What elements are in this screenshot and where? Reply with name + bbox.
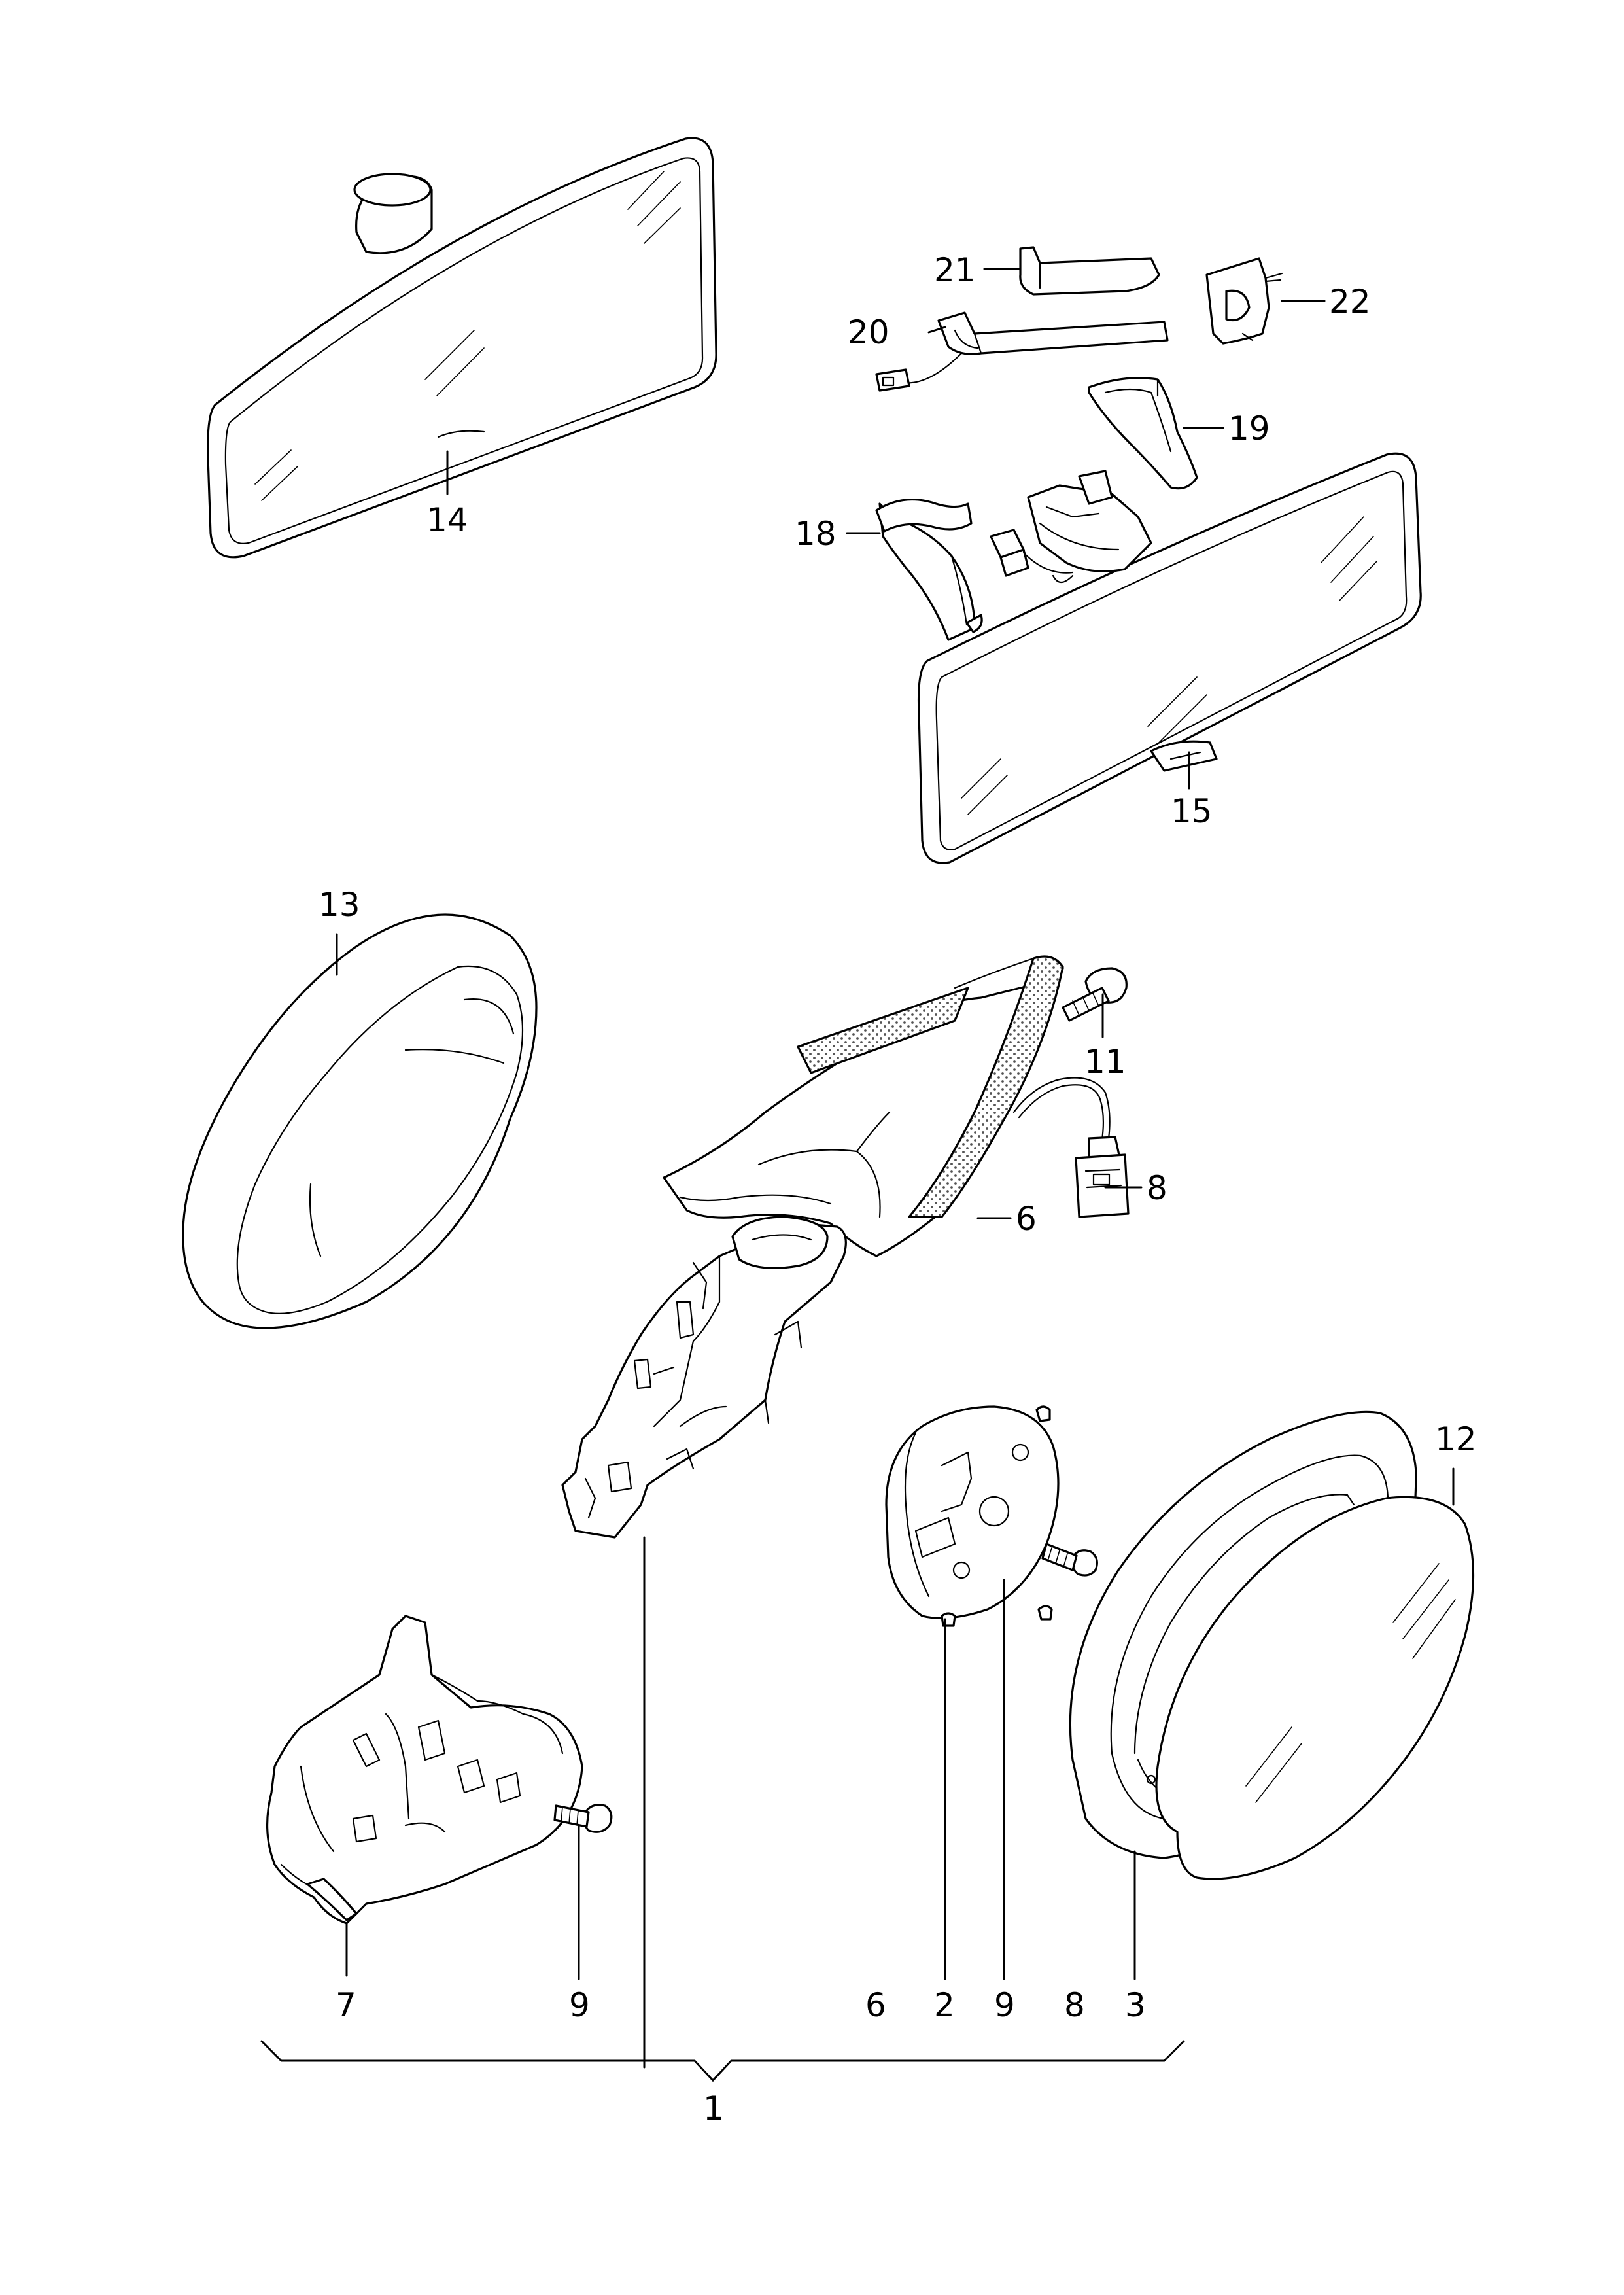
mirror-bracket bbox=[561, 1216, 847, 1539]
callout-1: 1 bbox=[703, 2090, 724, 2128]
wiring-8 bbox=[1012, 1077, 1130, 1218]
callout-13: 13 bbox=[319, 886, 360, 924]
callout-7: 7 bbox=[336, 1986, 356, 2024]
screw-11 bbox=[1062, 967, 1128, 1022]
holder-20 bbox=[875, 311, 1169, 392]
trim-21 bbox=[1019, 246, 1160, 296]
cover-18 bbox=[875, 499, 983, 641]
callout-11: 11 bbox=[1084, 1043, 1126, 1081]
mirror-glass-12 bbox=[1155, 1496, 1475, 1880]
bracket-22 bbox=[1205, 257, 1283, 345]
mirror-base-6 bbox=[663, 955, 1064, 1257]
callouts: 21 20 22 19 18 14 15 13 11 8 6 12 7 9 6 … bbox=[319, 251, 1477, 2128]
callout-9-right: 9 bbox=[994, 1986, 1015, 2024]
callout-22: 22 bbox=[1329, 283, 1371, 321]
adjustment-motor-2 bbox=[885, 1405, 1060, 1627]
lower-cover-7 bbox=[266, 1615, 583, 1925]
callout-14: 14 bbox=[426, 501, 468, 539]
callout-6-top: 6 bbox=[1016, 1200, 1037, 1238]
mirror-cap-13 bbox=[182, 913, 538, 1329]
callout-20: 20 bbox=[848, 313, 890, 351]
screw-9-right bbox=[1041, 1543, 1098, 1577]
callout-9-left: 9 bbox=[569, 1986, 590, 2024]
interior-mirror-15 bbox=[917, 452, 1422, 864]
callout-3: 3 bbox=[1125, 1986, 1146, 2024]
screw-9-left bbox=[553, 1804, 613, 1833]
callout-15: 15 bbox=[1171, 792, 1213, 830]
callout-6: 6 bbox=[865, 1986, 886, 2024]
cover-19 bbox=[1088, 377, 1198, 490]
callout-19: 19 bbox=[1228, 410, 1270, 447]
callout-2: 2 bbox=[934, 1986, 955, 2024]
callout-21: 21 bbox=[934, 251, 976, 289]
sensor-connector bbox=[990, 470, 1152, 584]
callout-12: 12 bbox=[1435, 1420, 1477, 1458]
callout-18: 18 bbox=[795, 515, 837, 553]
interior-mirror-14 bbox=[207, 137, 717, 559]
callout-8: 8 bbox=[1064, 1986, 1085, 2024]
leader-lines bbox=[260, 268, 1455, 2082]
callout-8-top: 8 bbox=[1147, 1169, 1167, 1207]
